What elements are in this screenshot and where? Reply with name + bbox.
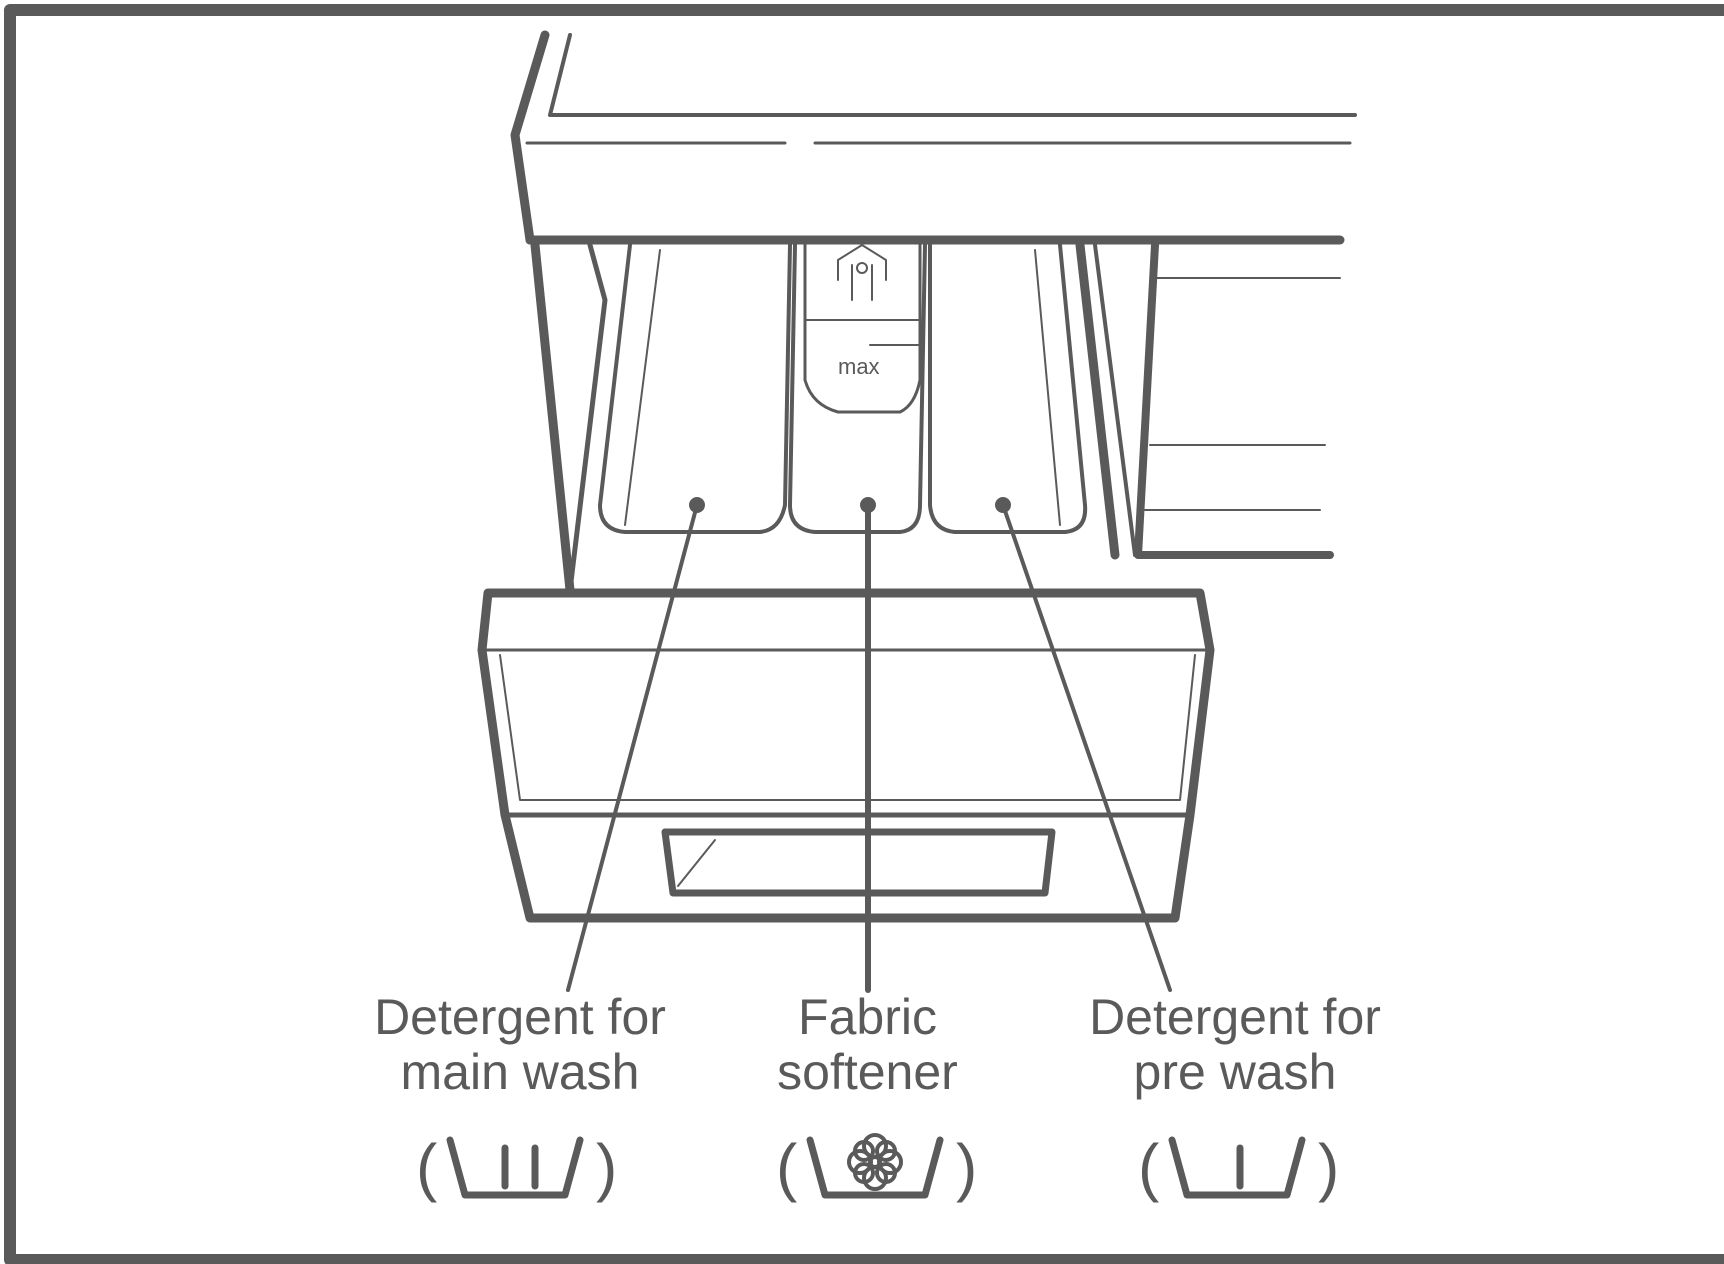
- fabric-softener-label-line2: softener: [777, 1044, 958, 1100]
- pre-wash-label: Detergent for pre wash: [1050, 990, 1420, 1100]
- main-wash-leader-line: [566, 503, 699, 992]
- pre-wash-open-paren: (: [1138, 1131, 1160, 1203]
- max-fill-label: max: [838, 354, 880, 379]
- drawer-handle: [661, 828, 1056, 897]
- pre-wash-compartment: [928, 243, 1088, 534]
- pre-wash-leader-dot: [995, 497, 1011, 513]
- fabric-softener-close-paren: ): [956, 1131, 978, 1203]
- fabric-softener-leader-dot: [860, 497, 876, 513]
- main-wash-label: Detergent for main wash: [335, 990, 705, 1100]
- pre-wash-label-line1: Detergent for: [1089, 989, 1381, 1045]
- machine-top-panel: [510, 30, 1357, 245]
- fabric-softener-compartment: [788, 243, 927, 534]
- pre-wash-leader-line: [1001, 503, 1172, 992]
- pre-wash-label-line2: pre wash: [1133, 1044, 1337, 1100]
- frame-border: [4, 4, 1724, 1264]
- main-wash-open-paren: (: [416, 1131, 438, 1203]
- fabric-softener-label-line1: Fabric: [798, 989, 937, 1045]
- drawer-side-rails: [530, 240, 1137, 595]
- machine-housing-right: [1134, 241, 1341, 559]
- fabric-softener-flower-icon: [806, 1133, 944, 1199]
- pre-wash-close-paren: ): [1318, 1131, 1340, 1203]
- drawer-front: [477, 588, 1215, 923]
- main-wash-label-line1: Detergent for: [374, 989, 666, 1045]
- leader-lines: [566, 502, 1172, 993]
- main-wash-leader-dot: [689, 497, 705, 513]
- fabric-softener-open-paren: (: [776, 1131, 798, 1203]
- main-wash-symbol-icon: [446, 1136, 584, 1199]
- pre-wash-symbol-icon: [1168, 1136, 1306, 1199]
- fabric-softener-label: Fabric softener: [740, 990, 995, 1100]
- main-wash-compartment: [598, 243, 792, 534]
- main-wash-label-line2: main wash: [400, 1044, 640, 1100]
- main-wash-close-paren: ): [596, 1131, 618, 1203]
